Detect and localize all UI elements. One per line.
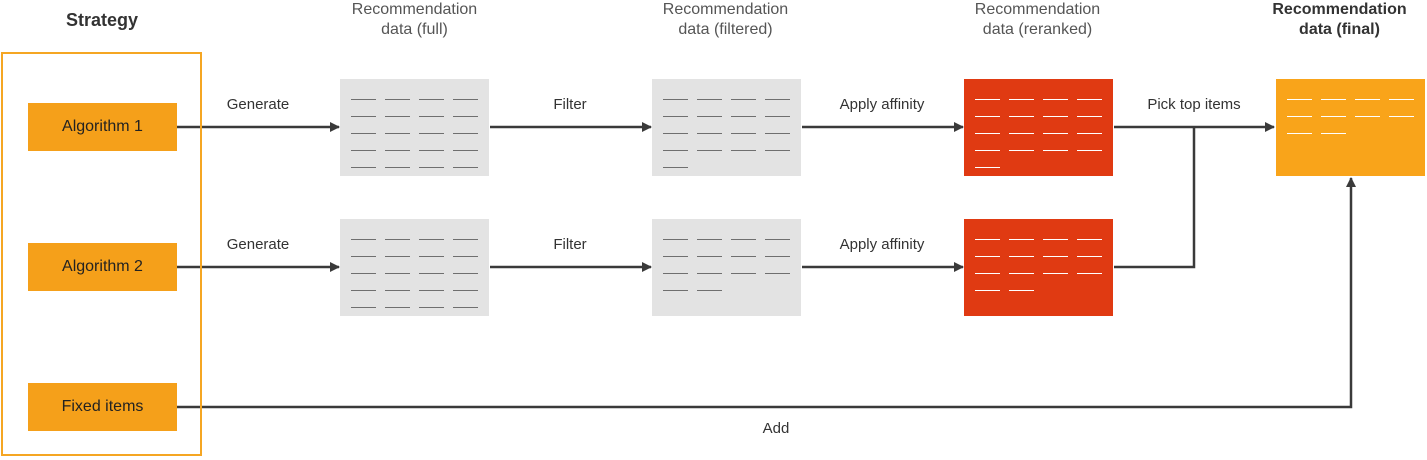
header-filtered: Recommendation data (filtered) bbox=[662, 1, 789, 38]
data-filtered-block-1 bbox=[652, 79, 801, 176]
algorithm-1-node: Algorithm 1 bbox=[28, 103, 177, 151]
label-filter-2: Filter bbox=[553, 236, 587, 253]
data-full-block-1 bbox=[340, 79, 489, 176]
fixed-items-node: Fixed items bbox=[28, 383, 177, 431]
label-add: Add bbox=[762, 420, 790, 437]
merge-line bbox=[1114, 127, 1196, 269]
header-reranked: Recommendation data (reranked) bbox=[974, 1, 1101, 38]
data-reranked-block-1 bbox=[964, 79, 1113, 176]
data-final-block bbox=[1276, 79, 1425, 176]
strategy-group bbox=[1, 52, 202, 456]
label-generate-1: Generate bbox=[226, 96, 290, 113]
label-pick-top: Pick top items bbox=[1147, 96, 1241, 113]
header-full: Recommendation data (full) bbox=[351, 1, 478, 38]
label-affinity-2: Apply affinity bbox=[839, 236, 925, 253]
header-final: Recommendation data (final) bbox=[1272, 1, 1407, 38]
strategy-heading: Strategy bbox=[65, 10, 139, 30]
data-reranked-block-2 bbox=[964, 219, 1113, 316]
data-full-block-2 bbox=[340, 219, 489, 316]
data-filtered-block-2 bbox=[652, 219, 801, 316]
arrow-add bbox=[177, 177, 1356, 409]
algorithm-2-node: Algorithm 2 bbox=[28, 243, 177, 291]
label-filter-1: Filter bbox=[553, 96, 587, 113]
label-affinity-1: Apply affinity bbox=[839, 96, 925, 113]
label-generate-2: Generate bbox=[226, 236, 290, 253]
